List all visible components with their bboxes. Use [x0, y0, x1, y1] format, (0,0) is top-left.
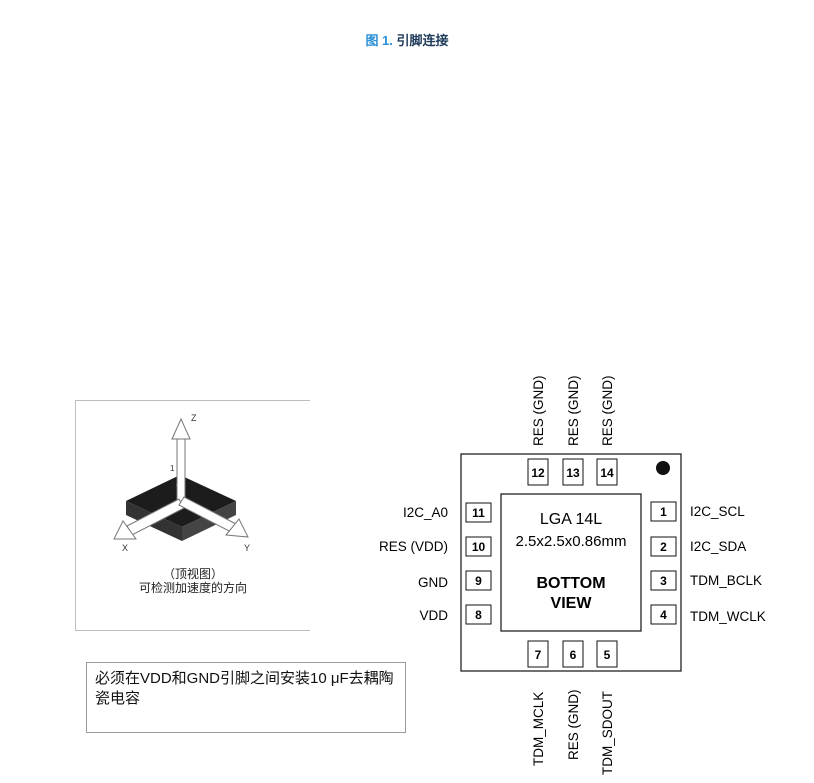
pin-10: 10 RES (VDD): [379, 536, 492, 557]
package-name: LGA 14L: [540, 511, 602, 528]
decoupling-note: 必须在VDD和GND引脚之间安装10 μF去耦陶瓷电容: [86, 662, 406, 733]
x-axis-label: X: [122, 543, 128, 553]
pin1-indicator-dot: [656, 461, 670, 475]
pin-2-number: 2: [660, 540, 667, 554]
pin-3-label: TDM_BCLK: [690, 573, 762, 588]
z-axis-label: Z: [191, 413, 197, 423]
orientation-caption: （顶视图） 可检测加速度的方向: [76, 567, 310, 595]
pin-11-label: I2C_A0: [403, 505, 448, 520]
pin-9-label: GND: [418, 575, 448, 590]
pin-14: 14 RES (GND): [596, 376, 618, 486]
pin1-mark-label: 1: [170, 464, 175, 473]
pin-6-label: RES (GND): [566, 690, 581, 761]
pin-12: 12 RES (GND): [527, 376, 549, 486]
pin-12-number: 12: [531, 466, 545, 480]
pin-9-number: 9: [475, 574, 482, 588]
pin-4: 4 TDM_WCLK: [650, 604, 766, 625]
pin-1-number: 1: [660, 505, 667, 519]
accelerometer-orientation-diagram: Z X Y 1: [113, 413, 250, 553]
pin-11: 11 I2C_A0: [403, 502, 492, 523]
figure-title: 图 1. 引脚连接: [0, 30, 814, 49]
pin-7-label: TDM_MCLK: [531, 692, 546, 766]
pin-1-label: I2C_SCL: [690, 504, 745, 519]
pin-2-label: I2C_SDA: [690, 539, 746, 554]
pin-1: 1 I2C_SCL: [650, 501, 745, 522]
lga14-pinout-diagram: LGA 14L 2.5x2.5x0.86mm BOTTOM VIEW 1 I2C…: [379, 376, 766, 776]
pin-5-number: 5: [604, 648, 611, 662]
pin-7: 7 TDM_MCLK: [527, 640, 549, 766]
pin-14-number: 14: [600, 466, 614, 480]
orientation-panel: Z X Y 1 （顶视图） 可检测加速度的方向: [75, 400, 310, 631]
view-label-line-1: BOTTOM: [536, 575, 605, 592]
pin-10-number: 10: [472, 540, 486, 554]
y-axis-label: Y: [244, 543, 250, 553]
pin-13-label: RES (GND): [566, 376, 581, 447]
package-dimensions: 2.5x2.5x0.86mm: [516, 533, 627, 550]
pin-11-number: 11: [472, 506, 485, 520]
pin-12-label: RES (GND): [531, 376, 546, 447]
pin-6: 6 RES (GND): [562, 640, 584, 761]
pin-14-label: RES (GND): [600, 376, 615, 447]
pin-6-number: 6: [570, 648, 577, 662]
pin-5-label: TDM_SDOUT: [600, 691, 615, 775]
pin-8-label: VDD: [419, 608, 448, 623]
pin-2: 2 I2C_SDA: [650, 536, 746, 557]
figure-title-text: 引脚连接: [396, 33, 449, 48]
caption-line-1: （顶视图）: [162, 567, 223, 581]
pin-7-number: 7: [535, 648, 542, 662]
pin-10-label: RES (VDD): [379, 539, 448, 554]
caption-line-2: 可检测加速度的方向: [138, 581, 247, 595]
pin-3: 3 TDM_BCLK: [650, 570, 762, 591]
figure-number: 图 1.: [365, 33, 393, 48]
pin-3-number: 3: [660, 574, 667, 588]
pin-8: 8 VDD: [419, 604, 492, 625]
pin-5: 5 TDM_SDOUT: [596, 640, 618, 775]
pin-9: 9 GND: [418, 570, 492, 591]
view-label-line-2: VIEW: [551, 595, 593, 612]
pin-13-number: 13: [566, 466, 580, 480]
pin-13: 13 RES (GND): [562, 376, 584, 486]
pin-8-number: 8: [475, 608, 482, 622]
pin-4-number: 4: [660, 608, 667, 622]
pin-4-label: TDM_WCLK: [690, 609, 766, 624]
package-center-pad: [500, 493, 642, 632]
z-axis-arrow: [171, 417, 191, 508]
y-axis-arrow: [178, 496, 249, 538]
